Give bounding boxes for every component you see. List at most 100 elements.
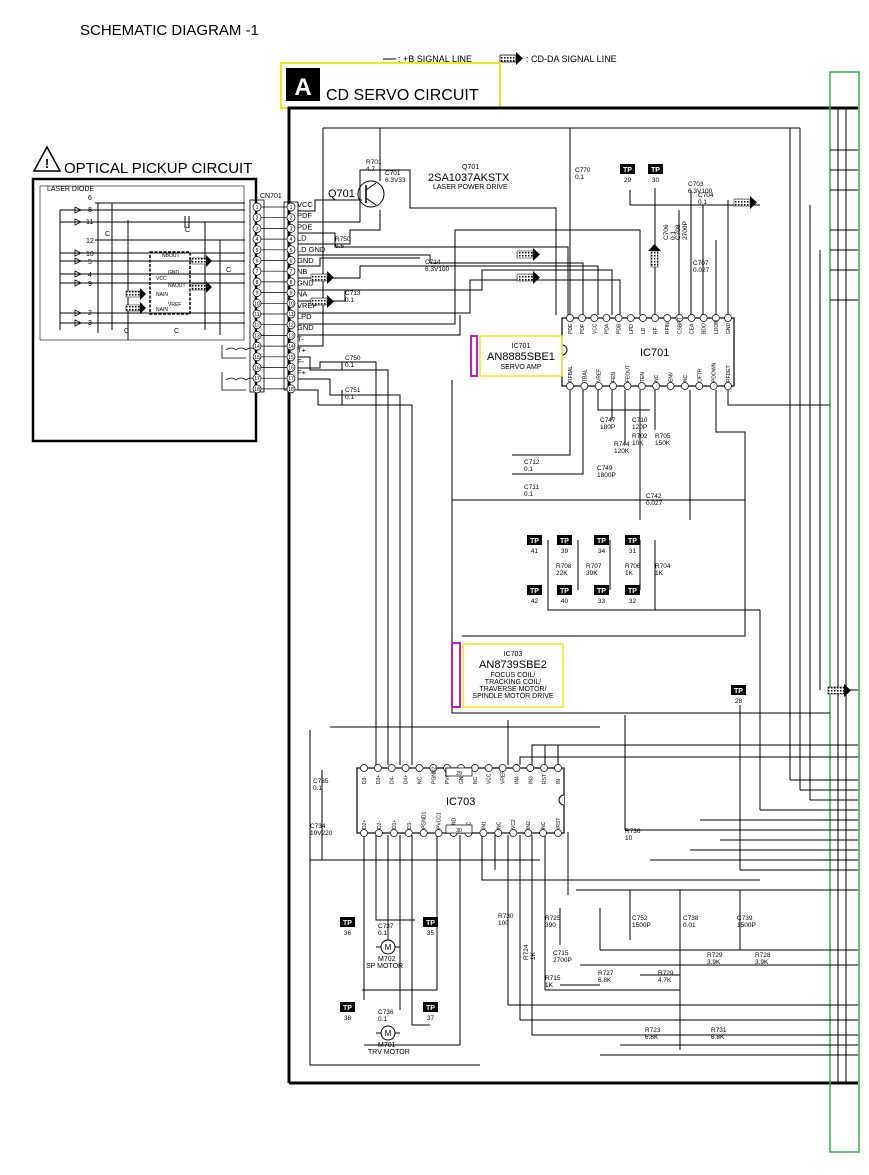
cn701-pin-number: 7	[290, 269, 293, 275]
ic703-bottom-pin-label: D2-	[377, 821, 383, 829]
component-ref: C739	[737, 915, 753, 922]
ic703-top-pin-label: D4+	[404, 775, 410, 784]
cn701-pin-number: 13	[288, 333, 294, 339]
ic703-top-pin-label: D4-	[390, 776, 396, 784]
ic703-bottom-pin-label: D2+	[362, 820, 368, 829]
component-ref: C708	[675, 224, 682, 240]
pickup-inner-frame	[39, 185, 245, 341]
component-value: 0.1	[524, 491, 533, 498]
ic703-top-pin	[374, 764, 382, 772]
component-value: 180P	[600, 424, 615, 431]
test-point-number: 33	[598, 598, 606, 605]
test-point-label: TP	[628, 588, 637, 595]
ic701-top-pin	[626, 314, 635, 322]
component-value: 22K	[556, 570, 568, 577]
ic703-gnd-pin-number-2: 30	[456, 828, 462, 834]
ic703-top-pin-label: IN4	[514, 776, 520, 784]
component-value: 10	[625, 835, 633, 842]
component-ref: C715	[553, 950, 569, 957]
q701-ref-small: Q701	[462, 164, 479, 171]
ic701-bottom-pin-label: NC	[683, 374, 689, 382]
ic703-ref: IC703	[504, 651, 523, 658]
component-ref: R724	[523, 944, 530, 960]
component-value: 390	[545, 922, 556, 929]
ic703-top-pin-label: IN	[556, 779, 562, 784]
component-value: 0.027	[693, 267, 710, 274]
q701-part: 2SA1037AKSTX	[428, 172, 510, 184]
ic703-top-pin-label: PGND2	[431, 767, 437, 784]
pickup-frame	[31, 177, 258, 443]
component-ref: C737	[378, 923, 394, 930]
test-point-number: 42	[531, 598, 539, 605]
component-ref: C706	[663, 224, 670, 240]
cn701-pin-number: 14	[288, 344, 294, 350]
component-ref: C750	[345, 355, 361, 362]
svg-text:6: 6	[88, 195, 92, 202]
ic701-top-pin-label: LPD	[629, 324, 635, 334]
ic701-top-pin	[675, 314, 684, 322]
component-value: 1500P	[632, 922, 651, 929]
component-value: 120K	[614, 448, 630, 455]
cn701-pin-number: 3	[256, 226, 259, 232]
ic701-label-frame	[479, 335, 563, 377]
laser-diode-label: LASER DIODE	[47, 186, 94, 193]
ic701-bottom-pin	[724, 382, 732, 390]
ic703-top-pin-label: IN3	[528, 776, 534, 784]
cn701-pin-number: 6	[290, 259, 293, 265]
pickup-wires	[59, 202, 245, 340]
ic701-part: AN8885SBE1	[487, 351, 555, 363]
ic703-top-pin	[554, 764, 562, 772]
ic703-ref-inside: IC703	[446, 796, 475, 808]
ic703-desc-2: TRACKING COIL/	[485, 679, 541, 686]
ic701-top-pin	[578, 314, 587, 322]
component-value: 150K	[655, 440, 671, 447]
trv-motor-name: TRV MOTOR	[368, 1049, 410, 1056]
component-ref: C710	[632, 417, 648, 424]
cn701-pin-number: 2	[290, 216, 293, 222]
ic701-top-pin-label: GND	[726, 323, 732, 335]
cn701-pin-number: 15	[254, 355, 260, 361]
test-point-label: TP	[597, 588, 606, 595]
component-ref: R705	[655, 433, 671, 440]
ic701-top-pin-label: BDO	[702, 323, 708, 334]
ic703-top-pin-label: NC	[417, 776, 423, 784]
ic703-bottom-pin-label: NC	[496, 821, 502, 829]
ic701-bottom-pin-label: PDOWN	[712, 362, 718, 382]
ic703-bottom-pin	[360, 829, 368, 837]
test-point-icon	[625, 585, 640, 595]
component-ref: R707	[586, 563, 602, 570]
component-value: 0.1	[345, 297, 354, 304]
ic703-desc-3: TRAVERSE MOTOR/	[479, 686, 546, 693]
component-ref: R708	[556, 563, 572, 570]
ic701-top-pin	[699, 314, 708, 322]
cn701-ref: CN701	[260, 193, 282, 200]
ic703-bottom-pin	[419, 829, 428, 837]
ic703-gnd-pin-number: 29	[456, 771, 462, 777]
ic701-marker	[470, 335, 478, 377]
q701-ref: Q701	[328, 188, 355, 200]
pickup-title: OPTICAL PICKUP CIRCUIT	[64, 160, 252, 177]
cn701-pin-number: 5	[290, 248, 293, 254]
cn701-pin-number: 1	[256, 205, 259, 211]
component-value: 10K	[632, 440, 644, 447]
ic703-bottom-pin	[539, 829, 547, 837]
ic703-bottom-pin	[554, 829, 562, 837]
component-value: 10V220	[310, 830, 333, 837]
svg-text:GND: GND	[168, 270, 180, 276]
ic703-marker	[451, 642, 461, 708]
trv-motor-ref: M701	[378, 1042, 396, 1049]
ic703-top-pin	[471, 764, 479, 772]
ic701-bottom-pin-label: OFTR	[697, 368, 703, 382]
svg-text:M: M	[385, 943, 392, 952]
ic703-notch	[558, 794, 565, 806]
cn701-pin-number: 2	[256, 216, 259, 222]
ic701-top-pin-label: LD	[641, 327, 647, 334]
component-ref: C736	[378, 1009, 394, 1016]
cn701-pin-number: 9	[256, 291, 259, 297]
component-value: 6.3V33	[385, 177, 406, 184]
test-point-icon	[423, 917, 438, 927]
cn701-pin-number: 16	[254, 366, 260, 372]
test-point-number: 40	[561, 598, 569, 605]
trv-motor-icon: M	[376, 1025, 400, 1041]
ic703-bottom-pin-label: D1+	[392, 820, 398, 829]
